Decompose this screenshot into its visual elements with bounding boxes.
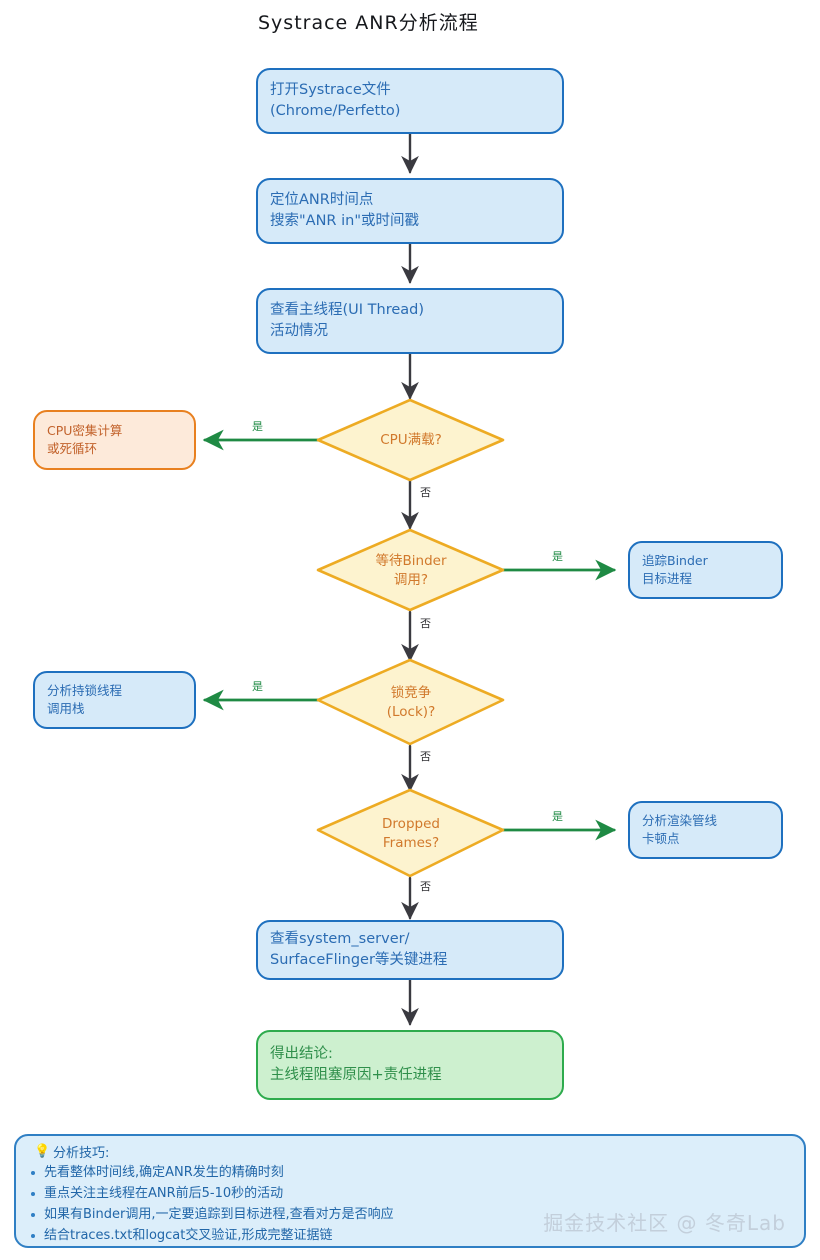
analysis-tips-panel: 💡 分析技巧: 先看整体时间线,确定ANR发生的精确时刻 重点关注主线程在ANR…: [14, 1134, 806, 1248]
tips-list: 先看整体时间线,确定ANR发生的精确时刻 重点关注主线程在ANR前后5-10秒的…: [28, 1162, 394, 1246]
node-line-2: SurfaceFlinger等关键进程: [270, 952, 448, 968]
lightbulb-icon: 💡: [34, 1144, 51, 1159]
node-cpu-intensive-result[interactable]: CPU密集计算 或死循环: [33, 410, 196, 470]
node-line-2: 调用栈: [47, 701, 85, 716]
list-item: 重点关注主线程在ANR前后5-10秒的活动: [28, 1183, 394, 1204]
decision-label: CPU满载?: [380, 432, 442, 449]
node-line-2: 或死循环: [47, 441, 98, 456]
node-check-key-processes[interactable]: 查看system_server/ SurfaceFlinger等关键进程: [256, 920, 564, 980]
tips-heading-text: 分析技巧:: [53, 1146, 110, 1161]
node-line-2: 活动情况: [270, 323, 328, 339]
node-line-1: 追踪Binder: [642, 552, 708, 568]
node-line-2: 目标进程: [642, 571, 693, 586]
tips-heading: 💡 分析技巧:: [34, 1142, 109, 1161]
list-item: 先看整体时间线,确定ANR发生的精确时刻: [28, 1162, 394, 1183]
edge-label-frames-yes: 是: [552, 810, 563, 823]
node-line-2: 主线程阻塞原因+责任进程: [270, 1067, 442, 1083]
edge-label-cpu-no: 否: [420, 486, 431, 499]
list-item: 如果有Binder调用,一定要追踪到目标进程,查看对方是否响应: [28, 1204, 394, 1225]
edge-label-cpu-yes: 是: [252, 420, 263, 433]
node-line-1: CPU密集计算: [47, 422, 123, 438]
watermark: 掘金技术社区 @ 冬奇Lab: [543, 1211, 786, 1235]
edge-label-frames-no: 否: [420, 880, 431, 893]
node-line-2: 搜索"ANR in"或时间戳: [270, 213, 420, 229]
node-analyze-render-pipeline[interactable]: 分析渲染管线 卡顿点: [628, 801, 783, 859]
node-open-systrace-file[interactable]: 打开Systrace文件 (Chrome/Perfetto): [256, 68, 564, 134]
node-line-1: 分析渲染管线: [642, 812, 718, 828]
node-line-1: 得出结论:: [270, 1045, 333, 1062]
node-line-2: 卡顿点: [642, 831, 680, 846]
node-inspect-main-thread[interactable]: 查看主线程(UI Thread) 活动情况: [256, 288, 564, 354]
node-locate-anr-time[interactable]: 定位ANR时间点 搜索"ANR in"或时间戳: [256, 178, 564, 244]
decision-label: 锁竞争(Lock)?: [386, 684, 436, 720]
node-line-1: 查看主线程(UI Thread): [270, 301, 425, 318]
node-line-1: 打开Systrace文件: [270, 81, 391, 98]
node-trace-binder-target[interactable]: 追踪Binder 目标进程: [628, 541, 783, 599]
edge-label-lock-no: 否: [420, 750, 431, 763]
decision-cpu-saturated[interactable]: CPU满载?: [318, 400, 504, 481]
node-line-2: (Chrome/Perfetto): [270, 103, 401, 119]
page-title: Systrace ANR分析流程: [258, 12, 479, 34]
list-item: 结合traces.txt和logcat交叉验证,形成完整证据链: [28, 1225, 394, 1246]
node-conclusion[interactable]: 得出结论: 主线程阻塞原因+责任进程: [256, 1030, 564, 1100]
edge-label-binder-no: 否: [420, 617, 431, 630]
edge-label-lock-yes: 是: [252, 680, 263, 693]
node-line-1: 分析持锁线程: [47, 682, 123, 698]
node-line-1: 查看system_server/: [270, 930, 410, 947]
decision-lock-contention[interactable]: 锁竞争(Lock)?: [318, 660, 504, 745]
node-line-1: 定位ANR时间点: [270, 191, 374, 208]
node-analyze-lock-holder[interactable]: 分析持锁线程 调用栈: [33, 671, 196, 729]
edge-label-binder-yes: 是: [552, 550, 563, 563]
